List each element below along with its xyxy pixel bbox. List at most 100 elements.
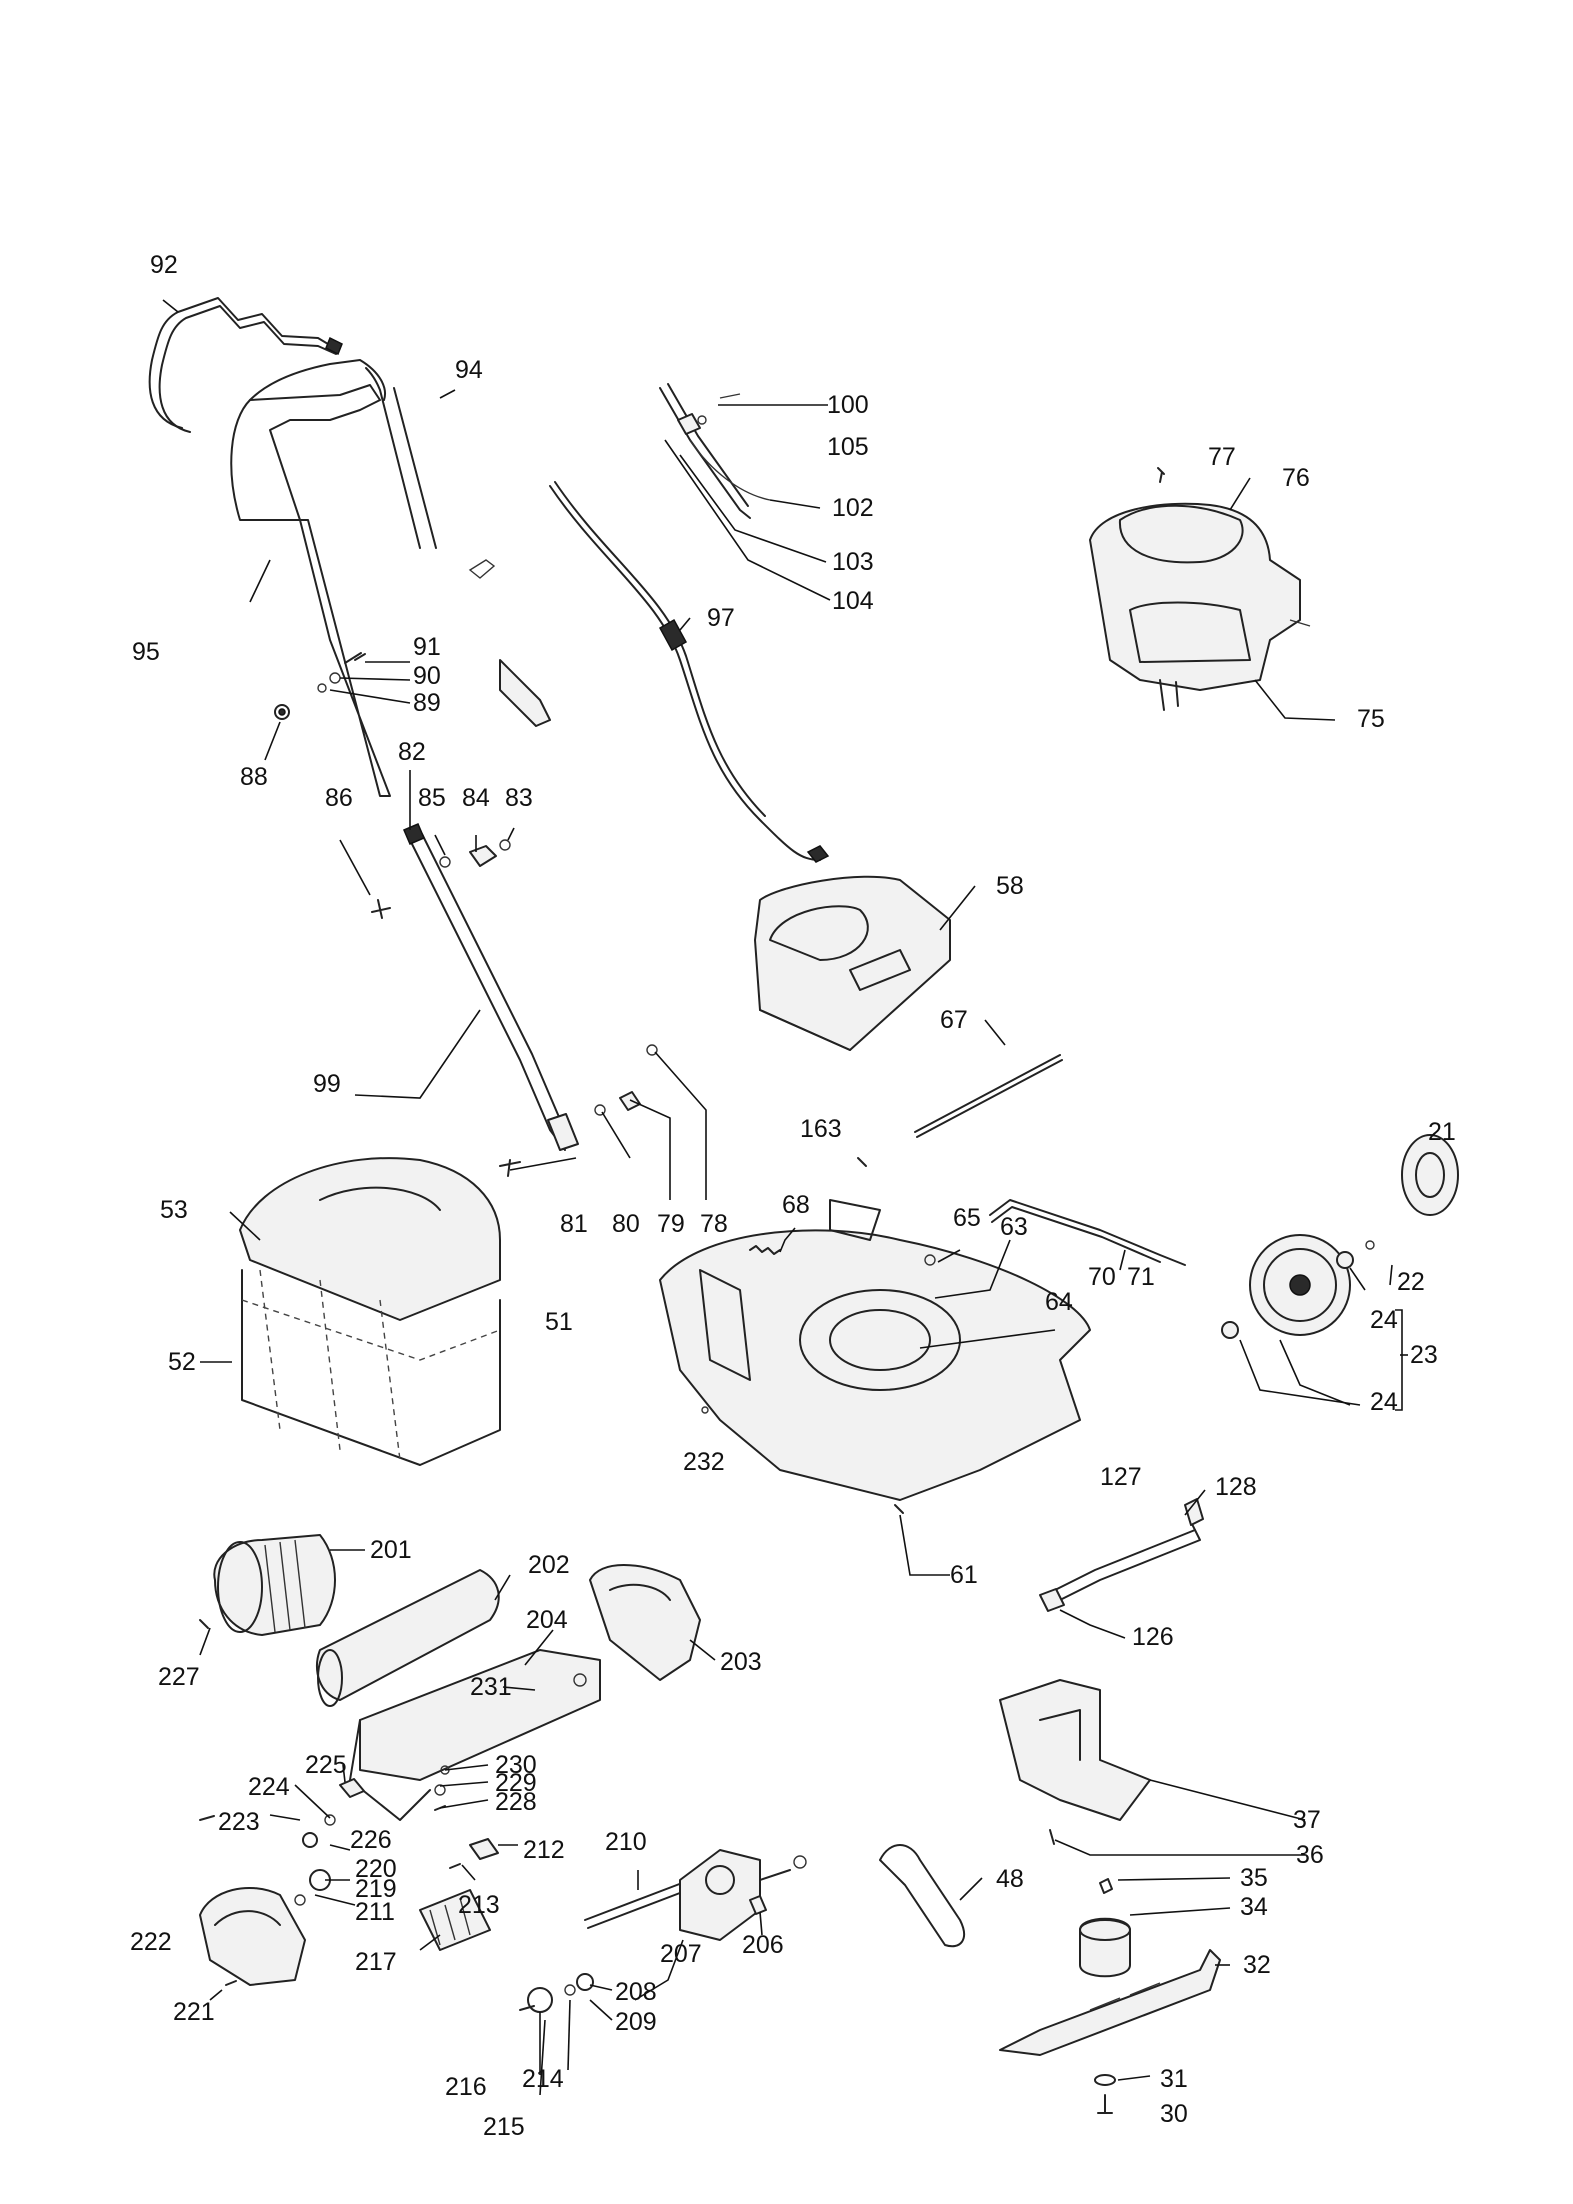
drive-shaft-part [584,1879,694,1929]
label-102: 102 [832,494,874,522]
label-37: 37 [1293,1806,1321,1834]
label-95: 95 [132,638,160,666]
label-80: 80 [612,1210,640,1238]
label-99: 99 [313,1070,341,1098]
clip-232 [701,1406,709,1414]
label-23: 23 [1410,1341,1438,1369]
label-63: 63 [1000,1213,1028,1241]
label-32: 32 [1243,1951,1271,1979]
belt-guard-part [999,1679,1151,1821]
lower-handle-part [403,823,579,1151]
label-104: 104 [832,587,874,615]
label-88: 88 [240,763,268,791]
label-207: 207 [660,1940,702,1968]
roller-bracket-part [349,1649,601,1821]
label-34: 34 [1240,1893,1268,1921]
grass-box-bag-part [241,1269,501,1466]
label-211: 211 [355,1898,395,1926]
bolt-65 [924,1254,936,1266]
drive-belt-part [879,1844,965,1948]
label-24a: 24 [1370,1306,1398,1334]
label-222: 222 [130,1928,172,1956]
screw-61 [894,1504,904,1514]
label-83: 83 [505,784,533,812]
label-223: 223 [218,1808,260,1836]
label-204: 204 [526,1606,568,1634]
label-58: 58 [996,872,1024,900]
grass-box-lid-part [239,1157,501,1321]
rear-flap-rod-part [914,1054,1063,1138]
label-51: 51 [545,1308,573,1336]
label-214: 214 [522,2065,564,2093]
label-21: 21 [1428,1118,1456,1146]
label-94: 94 [455,356,483,384]
label-36: 36 [1296,1841,1324,1869]
label-206: 206 [742,1931,784,1959]
label-231: 231 [470,1673,512,1701]
label-227: 227 [158,1663,200,1691]
screw-36 [1049,1829,1055,1845]
label-213: 213 [458,1891,500,1919]
label-82: 82 [398,738,426,766]
label-229: 229 [495,1769,537,1797]
spring-68 [749,1245,781,1255]
rear-wheel-part [1249,1234,1351,1336]
label-86: 86 [325,784,353,812]
label-230: 230 [495,1751,537,1779]
label-209: 209 [615,2008,657,2036]
label-53: 53 [160,1196,188,1224]
label-203: 203 [720,1648,762,1676]
engine-part [1089,502,1311,711]
label-212: 212 [523,1836,565,1864]
rear-roller-part [213,1534,336,1636]
label-202: 202 [528,1551,570,1579]
drive-pinion-part [419,1889,491,1951]
label-89: 89 [413,689,441,717]
blade-bolt-part [1094,2074,1116,2114]
handle-fixing-set [499,1044,658,1177]
label-90: 90 [413,662,441,690]
handle-bolt-86 [371,899,391,919]
label-35: 35 [1240,1864,1268,1892]
label-71: 71 [1127,1263,1155,1291]
label-61: 61 [950,1561,978,1589]
label-219: 219 [355,1875,397,1903]
mower-deck-part [659,1199,1091,1501]
leader-lines [162,299,1408,2096]
label-84: 84 [462,784,490,812]
label-91: 91 [413,633,441,661]
label-24b: 24 [1370,1388,1398,1416]
part-labels: 92 94 95 91 90 89 88 82 86 85 84 83 99 8… [130,251,1456,2141]
shaft-hardware [519,1973,594,2013]
side-cover-part [589,1564,701,1681]
washer-24b [1221,1321,1239,1339]
roller-shaft-part [315,1569,500,1707]
handle-brace-part [148,297,343,433]
label-31: 31 [1160,2065,1188,2093]
label-30: 30 [1160,2100,1188,2128]
label-52: 52 [168,1348,196,1376]
label-232: 232 [683,1448,725,1476]
label-210: 210 [605,1828,647,1856]
label-97: 97 [707,604,735,632]
engine-cover-part [754,875,951,1051]
label-226: 226 [350,1826,392,1854]
label-78: 78 [700,1210,728,1238]
blade-adaptor-part [1079,1878,1131,1978]
throttle-lever-part [659,383,771,519]
label-216: 216 [445,2073,487,2101]
label-48: 48 [996,1865,1024,1893]
screw-163 [857,1157,867,1167]
label-81: 81 [560,1210,588,1238]
label-77: 77 [1208,443,1236,471]
washer-24a [1336,1251,1354,1269]
rear-axle-part [989,1199,1186,1266]
label-225: 225 [305,1751,347,1779]
misc-hardware-bottom-left [199,1778,365,1906]
label-220: 220 [355,1855,397,1883]
label-75: 75 [1357,705,1385,733]
throttle-cable-part [549,481,830,863]
screw-213 [449,1863,461,1869]
label-65: 65 [953,1204,981,1232]
